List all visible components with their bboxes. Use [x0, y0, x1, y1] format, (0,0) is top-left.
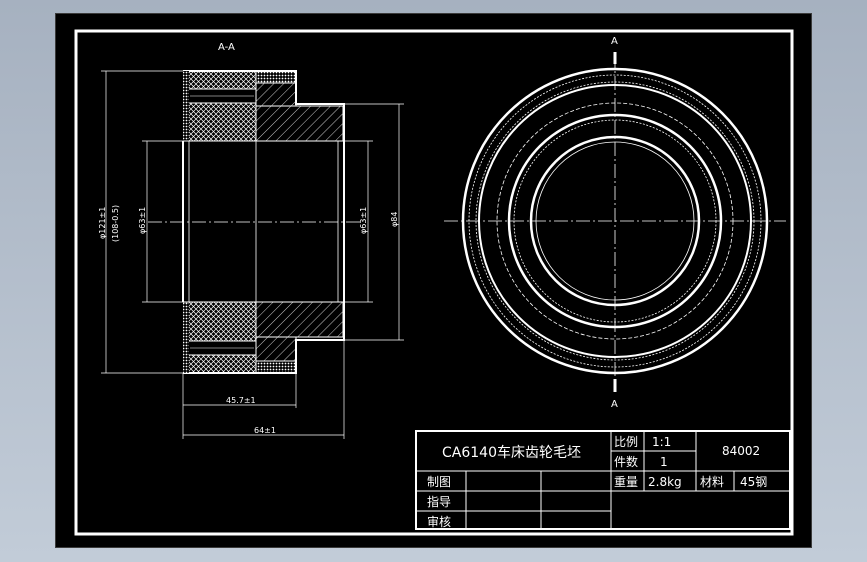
- weight-label: 重量: [614, 475, 638, 489]
- dim-len-hub: 45.7±1: [226, 396, 256, 405]
- scale-label: 比例: [614, 435, 638, 449]
- dim-dia-bore-right: φ63±1: [359, 207, 368, 234]
- dim-len-total: 64±1: [254, 426, 276, 435]
- dim-dia-outer: φ121±1: [98, 207, 107, 239]
- weight-value: 2.8kg: [648, 475, 682, 489]
- qty-label: 件数: [614, 454, 638, 469]
- section-top: [183, 70, 345, 142]
- scale-value: 1:1: [652, 435, 671, 449]
- drawing-canvas: A-A: [74, 29, 794, 536]
- dim-dia-bore: φ63±1: [138, 207, 147, 234]
- cut-plane-bottom: A: [611, 399, 618, 410]
- dim-dia-hub: φ84: [390, 212, 399, 227]
- material-label: 材料: [700, 475, 724, 489]
- section-view: A-A: [98, 42, 404, 439]
- end-view: A A: [444, 36, 786, 410]
- material-value: 45钢: [740, 475, 767, 489]
- title-block: CA6140车床齿轮毛坯 比例 1:1 件数 1 84002 重量 2.8kg …: [415, 430, 791, 530]
- dim-dia-outer-secondary: (108-0.5): [111, 205, 120, 242]
- section-label: A-A: [218, 42, 235, 53]
- drawing-frame: [74, 29, 794, 536]
- checked-by-label: 审核: [427, 514, 451, 529]
- drawn-by-label: 制图: [427, 475, 451, 489]
- title-text: CA6140车床齿轮毛坯: [442, 444, 581, 461]
- qty-value: 1: [660, 455, 668, 469]
- guided-by-label: 指导: [427, 494, 451, 509]
- cut-plane-top: A: [611, 36, 618, 47]
- drawing-sheet: A-A: [55, 13, 812, 548]
- drawing-number: 84002: [722, 444, 760, 458]
- section-bottom: [183, 301, 345, 374]
